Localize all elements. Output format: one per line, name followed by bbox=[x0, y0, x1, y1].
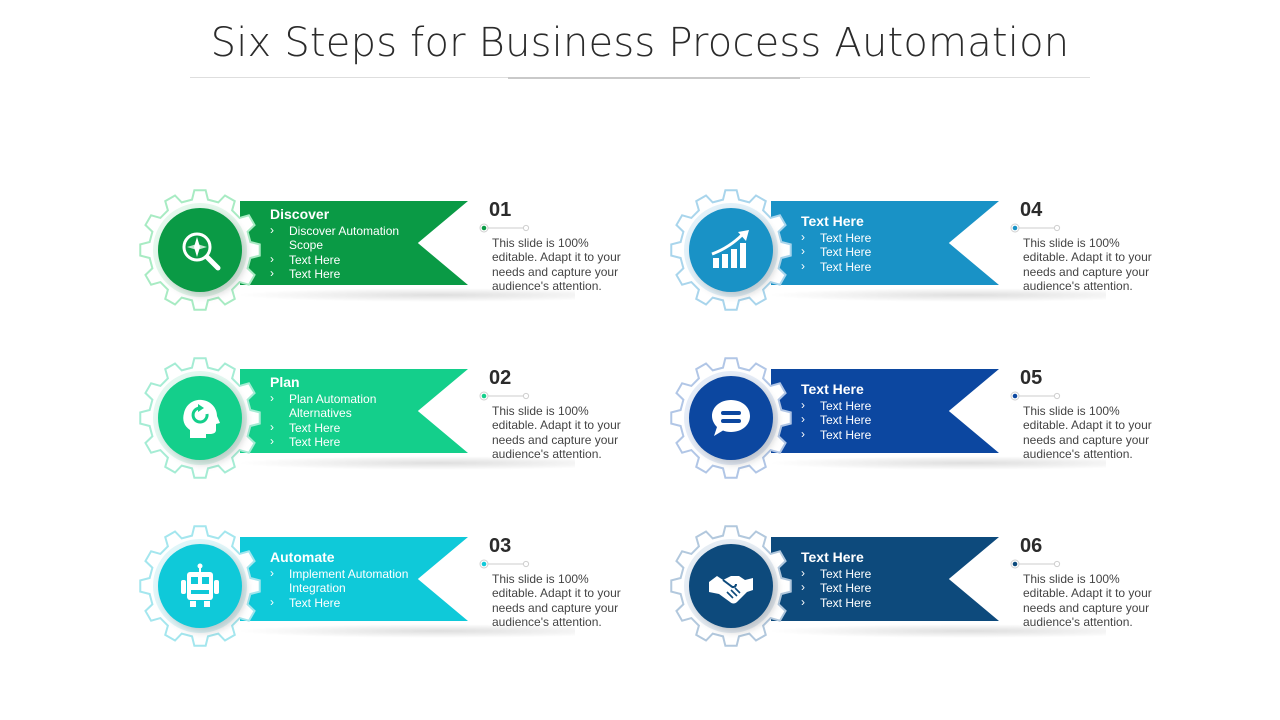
ribbon-shadow bbox=[235, 288, 575, 302]
bullet-item: Text Here bbox=[270, 266, 430, 282]
connector-dots bbox=[1010, 391, 1061, 401]
ribbon-shadow bbox=[766, 288, 1106, 302]
bullet-list: Text HereText HereText Here bbox=[801, 398, 961, 443]
step-1: DiscoverDiscover Automation ScopeText He… bbox=[135, 185, 665, 315]
bullet-item: Text Here bbox=[270, 420, 430, 436]
step-description: This slide is 100% editable. Adapt it to… bbox=[1023, 236, 1152, 294]
growth-chart-icon bbox=[711, 230, 749, 268]
bullet-list: Text HereText HereText Here bbox=[801, 566, 961, 611]
bullet-item: Text Here bbox=[270, 434, 430, 450]
compass-search-icon bbox=[182, 232, 221, 271]
robot-icon bbox=[181, 563, 219, 607]
step-number: 06 bbox=[1020, 535, 1043, 557]
step-number: 05 bbox=[1020, 367, 1043, 389]
step-4: Text HereText HereText HereText Here04Th… bbox=[666, 185, 1196, 315]
step-title: Text Here bbox=[801, 380, 864, 397]
head-refresh-icon bbox=[183, 399, 220, 438]
ribbon-shadow bbox=[766, 456, 1106, 470]
step-title: Plan bbox=[270, 373, 300, 390]
step-number: 04 bbox=[1020, 199, 1043, 221]
bullet-item: Implement Automation Integration bbox=[270, 566, 430, 596]
bullet-list: Implement Automation IntegrationText Her… bbox=[270, 566, 430, 611]
connector-dots bbox=[479, 391, 530, 401]
step-5: Text HereText HereText HereText Here05Th… bbox=[666, 353, 1196, 483]
step-number: 03 bbox=[489, 535, 512, 557]
connector-dots bbox=[1010, 223, 1061, 233]
bullet-list: Discover Automation ScopeText HereText H… bbox=[270, 223, 430, 282]
ribbon-shadow bbox=[235, 624, 575, 638]
page-title: Six Steps for Business Process Automatio… bbox=[210, 20, 1070, 66]
step-3: AutomateImplement Automation Integration… bbox=[135, 521, 665, 651]
bullet-item: Plan Automation Alternatives bbox=[270, 391, 430, 421]
step-2: PlanPlan Automation AlternativesText Her… bbox=[135, 353, 665, 483]
bullet-item: Text Here bbox=[801, 566, 961, 582]
icon-circle bbox=[158, 208, 242, 292]
bullet-item: Text Here bbox=[801, 412, 961, 428]
ribbon-text: Text HereText HereText HereText Here bbox=[801, 381, 961, 443]
connector-dots bbox=[479, 223, 530, 233]
step-number: 01 bbox=[489, 199, 512, 221]
ribbon-text: DiscoverDiscover Automation ScopeText He… bbox=[270, 206, 430, 282]
step-description: This slide is 100% editable. Adapt it to… bbox=[492, 236, 621, 294]
bullet-item: Text Here bbox=[801, 595, 961, 611]
connector-dots bbox=[1010, 559, 1061, 569]
ribbon-text: AutomateImplement Automation Integration… bbox=[270, 549, 430, 611]
ribbon-text: PlanPlan Automation AlternativesText Her… bbox=[270, 374, 430, 450]
connector-dots bbox=[479, 559, 530, 569]
bullet-list: Text HereText HereText Here bbox=[801, 230, 961, 275]
ribbon-text: Text HereText HereText HereText Here bbox=[801, 549, 961, 611]
step-title: Discover bbox=[270, 205, 330, 222]
ribbon-text: Text HereText HereText HereText Here bbox=[801, 213, 961, 275]
step-title: Text Here bbox=[801, 548, 864, 565]
ribbon-shadow bbox=[235, 456, 575, 470]
step-description: This slide is 100% editable. Adapt it to… bbox=[492, 572, 621, 630]
bullet-item: Text Here bbox=[801, 398, 961, 414]
ribbon-shadow bbox=[766, 624, 1106, 638]
bullet-item: Text Here bbox=[270, 595, 430, 611]
step-description: This slide is 100% editable. Adapt it to… bbox=[1023, 572, 1152, 630]
bullet-item: Text Here bbox=[801, 259, 961, 275]
chat-bubble-icon bbox=[712, 400, 750, 436]
step-number: 02 bbox=[489, 367, 512, 389]
handshake-icon bbox=[709, 576, 753, 604]
bullet-list: Plan Automation AlternativesText HereTex… bbox=[270, 391, 430, 450]
step-description: This slide is 100% editable. Adapt it to… bbox=[492, 404, 621, 462]
step-description: This slide is 100% editable. Adapt it to… bbox=[1023, 404, 1152, 462]
bullet-item: Discover Automation Scope bbox=[270, 223, 430, 253]
step-title: Automate bbox=[270, 548, 335, 565]
step-6: Text HereText HereText HereText Here06Th… bbox=[666, 521, 1196, 651]
title-divider-accent bbox=[508, 77, 800, 79]
step-title: Text Here bbox=[801, 212, 864, 229]
bullet-item: Text Here bbox=[801, 580, 961, 596]
bullet-item: Text Here bbox=[801, 230, 961, 246]
bullet-item: Text Here bbox=[270, 252, 430, 268]
bullet-item: Text Here bbox=[801, 427, 961, 443]
bullet-item: Text Here bbox=[801, 244, 961, 260]
